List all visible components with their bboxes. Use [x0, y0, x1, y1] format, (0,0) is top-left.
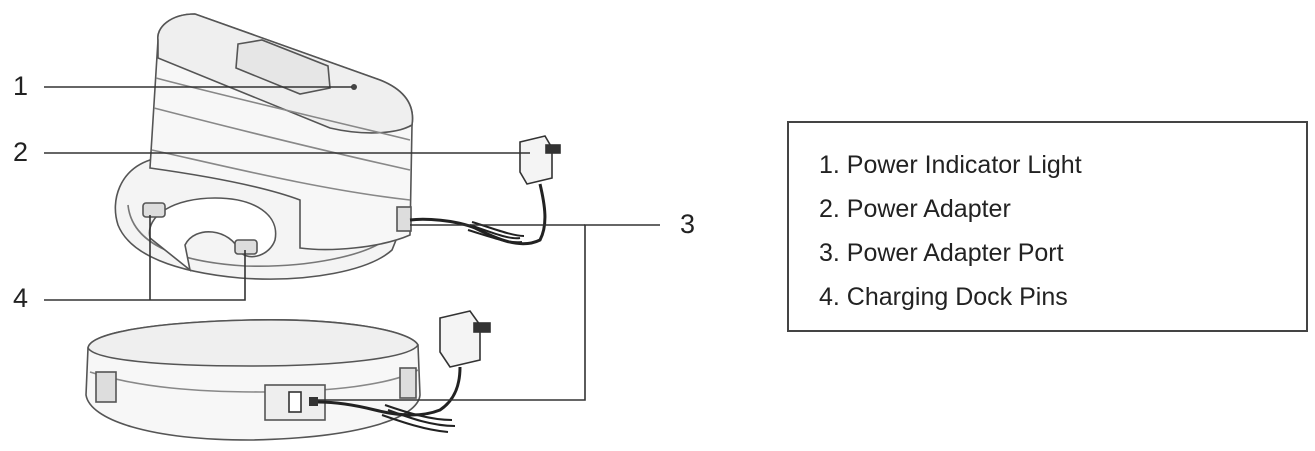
dock-band-2 [153, 107, 411, 171]
robot-power-switch [288, 391, 302, 413]
adapter-cable-coil-bottom [381, 404, 456, 433]
legend-item-power-adapter: 2. Power Adapter [819, 195, 1011, 223]
robot-bumper [89, 369, 419, 393]
callout-3: 3 [680, 209, 696, 239]
dock-power-adapter [409, 135, 561, 246]
charging-pin-left [142, 202, 166, 218]
robot-vacuum [85, 318, 421, 441]
callout-4: 4 [13, 283, 29, 313]
adapter-cable-top [409, 183, 547, 246]
callout-1: 1 [13, 71, 29, 101]
adapter-cable-bottom [317, 366, 462, 417]
dock-band-1 [155, 77, 411, 141]
dock-adapter-port [396, 206, 412, 232]
robot-top-face [87, 318, 419, 367]
power-indicator-light [351, 84, 357, 90]
robot-adapter-port [309, 397, 318, 406]
legend-item-power-adapter-port: 3. Power Adapter Port [819, 239, 1064, 267]
adapter-plug-top [545, 144, 561, 154]
dock-band-3 [151, 149, 411, 201]
legend-item-charging-dock-pins: 4. Charging Dock Pins [819, 283, 1068, 311]
adapter-body-top [519, 135, 553, 185]
leader-lines [44, 86, 660, 401]
robot-side-panel [95, 371, 117, 403]
adapter-body-bottom [439, 310, 481, 368]
adapter-cable-coil-top [467, 221, 525, 244]
legend-box: 1. Power Indicator Light 2. Power Adapte… [787, 121, 1308, 332]
callout-2: 2 [13, 137, 29, 167]
robot-side-panel-right [399, 367, 417, 399]
adapter-plug-bottom [473, 322, 491, 333]
charging-dock [114, 13, 414, 280]
dock-display-window [235, 39, 331, 95]
charging-pin-right [234, 239, 258, 255]
robot-power-adapter [317, 310, 491, 433]
leader-line-4 [44, 250, 246, 301]
legend-item-power-indicator-light: 1. Power Indicator Light [819, 151, 1082, 179]
legend-list: 1. Power Indicator Light 2. Power Adapte… [819, 143, 1082, 319]
leader-line-3 [318, 224, 660, 401]
